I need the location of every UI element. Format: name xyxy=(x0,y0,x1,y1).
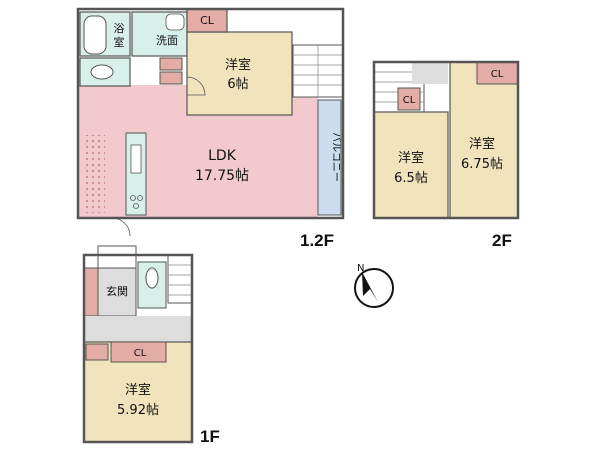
entrance-shoe-closet xyxy=(83,267,99,317)
toilet-icon xyxy=(90,64,114,80)
stove-burner xyxy=(137,195,143,201)
toilet-icon xyxy=(145,267,159,289)
floor-label-1f: 1F xyxy=(200,427,220,446)
closet-1f-small xyxy=(85,343,109,361)
corridor-2f xyxy=(412,62,448,84)
floor-1-2f: 浴 室 洗面 CL 洋室 6帖 バルコニー LDK 17.75帖 1.2F xyxy=(76,7,345,250)
washbasin xyxy=(165,13,185,31)
western-room-5-92-size: 5.92帖 xyxy=(117,403,159,418)
ldk-size: 17.75帖 xyxy=(195,168,249,184)
floor-label-1-2f: 1.2F xyxy=(300,231,334,250)
floor-2f: CL 洋室 6.5帖 CL 洋室 6.75帖 2F xyxy=(372,60,520,250)
stair-steps xyxy=(293,45,343,97)
closet-1f xyxy=(110,341,167,363)
balcony-label: バルコニー xyxy=(330,132,342,182)
balcony xyxy=(317,99,342,216)
bath-label-2: 室 xyxy=(114,35,125,49)
stove-burner xyxy=(133,203,139,209)
western-room-6-5-size: 6.5帖 xyxy=(394,171,428,186)
western-room-6-size: 6帖 xyxy=(227,77,248,92)
compass: N xyxy=(354,263,394,308)
bathtub xyxy=(83,15,107,55)
stair-steps-1f xyxy=(168,264,192,296)
kitchen-sink xyxy=(130,144,142,174)
ldk-name: LDK xyxy=(208,148,237,164)
porch xyxy=(97,245,137,269)
closet-6-label: CL xyxy=(200,14,215,27)
closet-2f-right-label: CL xyxy=(491,69,504,80)
western-room-6-75-name: 洋室 xyxy=(469,136,495,152)
closet-1f-label: CL xyxy=(134,348,147,359)
floor-label-2f: 2F xyxy=(492,231,512,250)
wall-outline-1f xyxy=(82,253,194,444)
closet-small xyxy=(159,57,183,71)
western-room-6-name: 洋室 xyxy=(225,57,251,73)
wash-label: 洗面 xyxy=(156,34,178,47)
entrance-label: 玄関 xyxy=(106,284,128,298)
stove-burner xyxy=(130,195,136,201)
north-arrow-icon xyxy=(362,272,378,302)
floor-1f: 玄関 CL 洋室 5.92帖 1F xyxy=(82,245,220,446)
western-room-6 xyxy=(186,31,293,116)
door-swing xyxy=(186,76,206,96)
western-room-5-92-name: 洋室 xyxy=(125,382,151,398)
kitchen-dotted-area xyxy=(83,135,105,213)
compass-n-label: N xyxy=(357,263,364,274)
closet-2f-small xyxy=(397,87,421,111)
western-room-6-5 xyxy=(373,111,449,219)
closet-2f-small-label: CL xyxy=(403,95,416,106)
corridor-1f xyxy=(84,316,192,342)
stair-1f xyxy=(167,254,193,304)
closet-small xyxy=(159,71,183,85)
stair-steps-2f xyxy=(374,71,424,103)
wall-outline xyxy=(76,7,345,220)
western-room-6-5-name: 洋室 xyxy=(398,150,424,166)
wall-outline-2f xyxy=(372,60,520,220)
western-room-6-75-size: 6.75帖 xyxy=(461,157,503,172)
entry-door-arc xyxy=(111,217,131,237)
compass-ring xyxy=(354,268,394,308)
western-room-6-75 xyxy=(449,61,519,219)
bath-label-1: 浴 xyxy=(114,22,125,35)
